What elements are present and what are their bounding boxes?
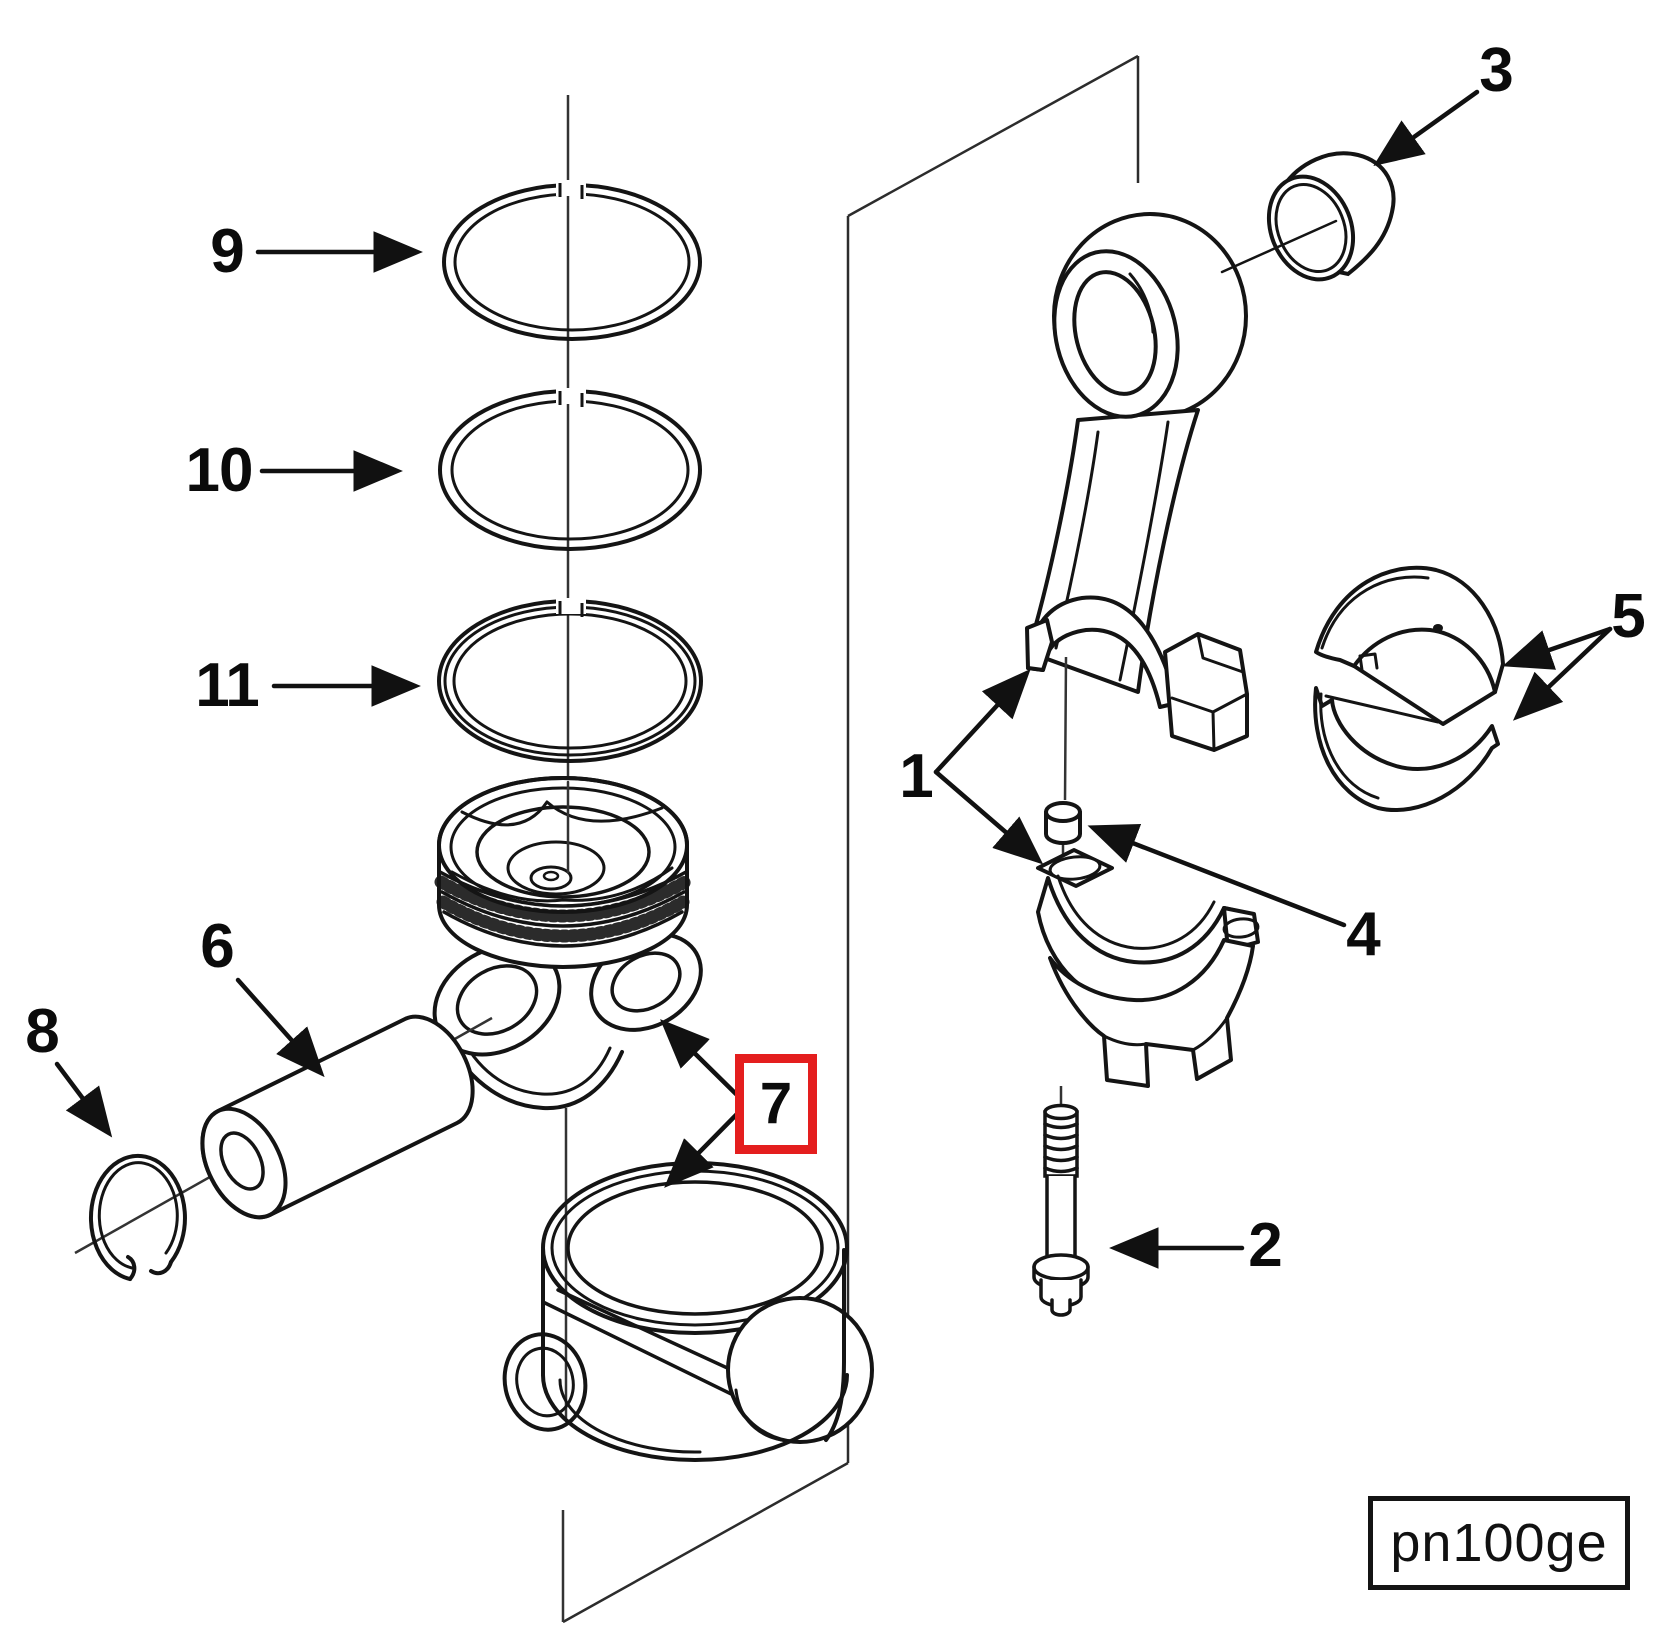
figure-code-box: pn100ge <box>1368 1496 1630 1590</box>
callout-8-snap-ring: 8 <box>25 997 59 1066</box>
arrow-1-lower <box>933 769 1044 865</box>
arrow-4 <box>1087 824 1347 928</box>
callout-4-dowel: 4 <box>1346 900 1380 969</box>
pin-bushing <box>1220 151 1396 282</box>
callout-9-ring-top: 9 <box>210 217 244 286</box>
arrow-8 <box>54 1061 113 1138</box>
callout-10-ring-mid: 10 <box>185 436 254 505</box>
piston-crown <box>432 776 703 1111</box>
arrow-1-upper <box>933 668 1031 775</box>
piston-centerline <box>561 95 570 1622</box>
callout-arrows <box>54 89 1613 1269</box>
retaining-ring <box>89 1153 187 1281</box>
piston-ring-oil <box>437 598 703 763</box>
callout-7-piston: 7 <box>759 1071 793 1136</box>
callout-2-bolt: 2 <box>1248 1211 1282 1280</box>
arrow-7-upper <box>660 1019 739 1097</box>
bearing-shells <box>1313 565 1505 813</box>
highlight-box-callout-7[interactable]: 7 <box>735 1054 817 1154</box>
piston-pin <box>200 1014 475 1220</box>
callout-6-piston-pin: 6 <box>200 912 234 981</box>
piston-ring-top <box>442 180 702 341</box>
arrow-7-lower <box>664 1110 741 1188</box>
callout-1-rod-and-cap: 1 <box>899 742 933 811</box>
arrow-5-upper <box>1502 626 1613 670</box>
callout-3-bushing: 3 <box>1479 36 1513 105</box>
connecting-rod <box>1025 212 1249 752</box>
callout-5-bearings: 5 <box>1611 582 1645 651</box>
arrow-6 <box>235 977 325 1078</box>
rod-cap <box>1036 848 1260 1088</box>
rod-bolt <box>1032 1103 1090 1317</box>
figure-code-label: pn100ge <box>1390 1513 1608 1573</box>
arrow-3 <box>1373 89 1480 167</box>
callout-11-ring-oil: 11 <box>195 651 260 720</box>
dowel <box>1044 801 1082 845</box>
piston-skirt <box>502 1161 874 1462</box>
arrow-5-lower <box>1512 626 1613 721</box>
piston-ring-middle <box>438 388 702 551</box>
